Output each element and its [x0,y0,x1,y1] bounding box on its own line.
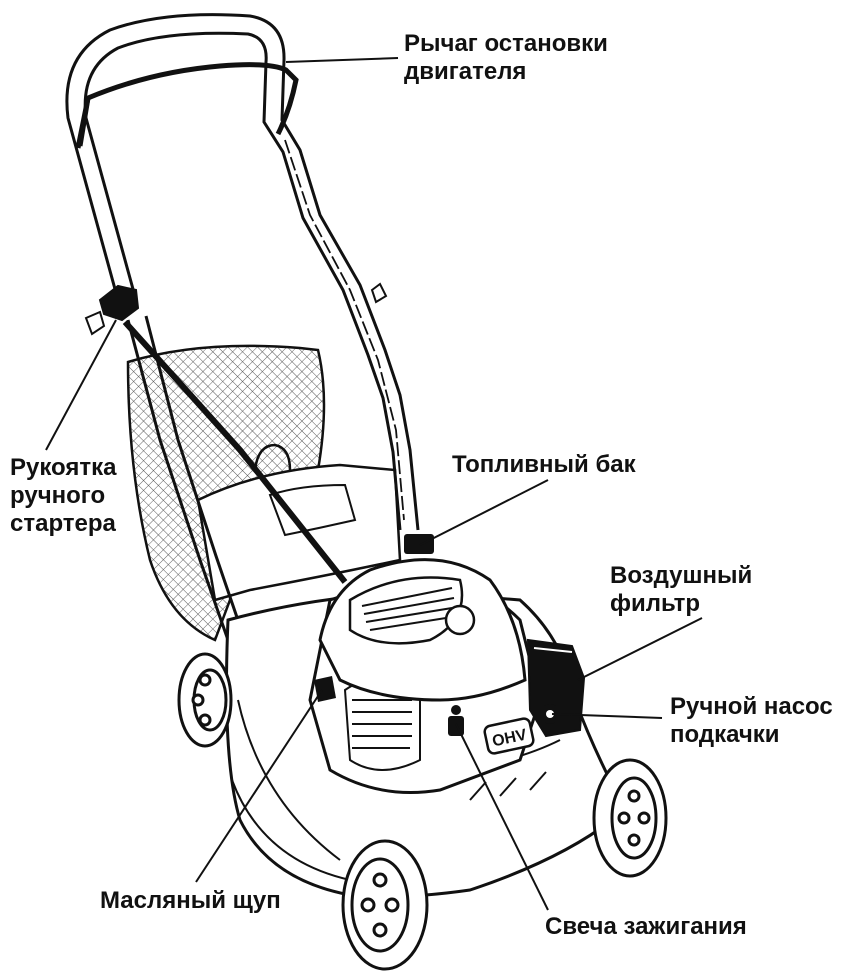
label-starter-line3: стартера [10,510,117,538]
label-primer: Ручной насос подкачки [670,693,833,749]
fuel-cap [404,534,434,554]
leader-fuel-tank [420,480,548,545]
wheel-rear-left [179,654,231,746]
engine: OHV [310,560,540,793]
label-stop-lever-line2: двигателя [404,58,608,86]
label-starter-line1: Рукоятка [10,454,117,482]
label-air-filter: Воздушный фильтр [610,562,752,618]
leader-air-filter [578,618,702,680]
label-air-filter-line2: фильтр [610,590,752,618]
label-stop-lever-line1: Рычаг остановки [404,30,608,58]
label-dipstick: Масляный щуп [100,887,281,915]
label-fuel-tank: Топливный бак [452,451,636,479]
wheel-front-right [594,760,666,876]
label-dipstick-line1: Масляный щуп [100,887,281,915]
leader-stop-lever [286,58,398,62]
label-spark-plug-line1: Свеча зажигания [545,913,747,941]
label-spark-plug: Свеча зажигания [545,913,747,941]
label-air-filter-line1: Воздушный [610,562,752,590]
leader-starter [46,320,116,450]
wheel-front-left [343,841,427,969]
label-fuel-tank-line1: Топливный бак [452,451,636,479]
label-stop-lever: Рычаг остановки двигателя [404,30,608,86]
label-starter: Рукоятка ручного стартера [10,454,117,538]
label-primer-line1: Ручной насос [670,693,833,721]
label-starter-line2: ручного [10,482,117,510]
label-primer-line2: подкачки [670,721,833,749]
